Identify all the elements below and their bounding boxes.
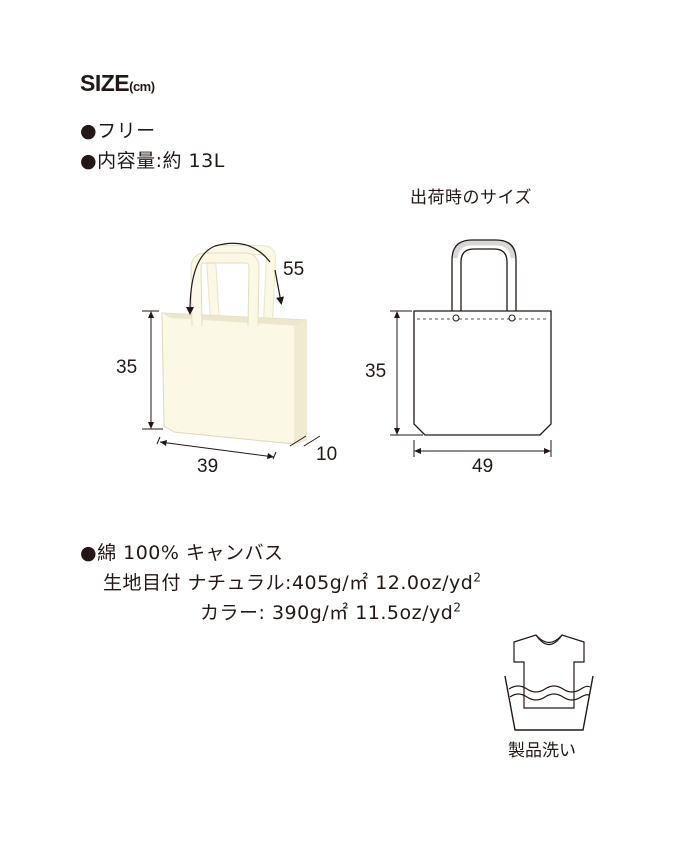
depth-label: 10 [316,444,338,465]
wash-icon [504,634,594,731]
fabric-spec: ●綿 100% キャンバス [80,542,284,564]
shipping-size-label: 出荷時のサイズ [410,188,532,208]
size-heading: SIZE(cm) [80,70,155,97]
size-title: SIZE [80,70,130,96]
handle-length-arrow [186,242,271,315]
spec-volume: ●内容量:約 13L [80,150,225,172]
flat-bag-outline-icon [413,239,552,436]
left-width-label: 39 [197,456,219,477]
weight-natural-text: 生地目付 ナチュラル:405g/㎡ 12.0oz/yd [103,572,474,594]
size-unit: (cm) [129,79,155,94]
handle-length-label: 55 [283,259,305,280]
left-height-label: 35 [116,357,138,378]
weight-color: カラー: 390g/㎡ 11.5oz/yd2 [200,598,461,625]
weight-natural: 生地目付 ナチュラル:405g/㎡ 12.0oz/yd2 [103,568,481,595]
superscript: 2 [453,600,462,615]
right-width-label: 49 [472,456,494,477]
weight-color-text: カラー: 390g/㎡ 11.5oz/yd [200,602,454,624]
wash-label: 製品洗い [508,741,576,761]
spec-size: ●フリー [80,120,156,142]
superscript: 2 [473,570,482,585]
right-height-label: 35 [365,361,387,382]
